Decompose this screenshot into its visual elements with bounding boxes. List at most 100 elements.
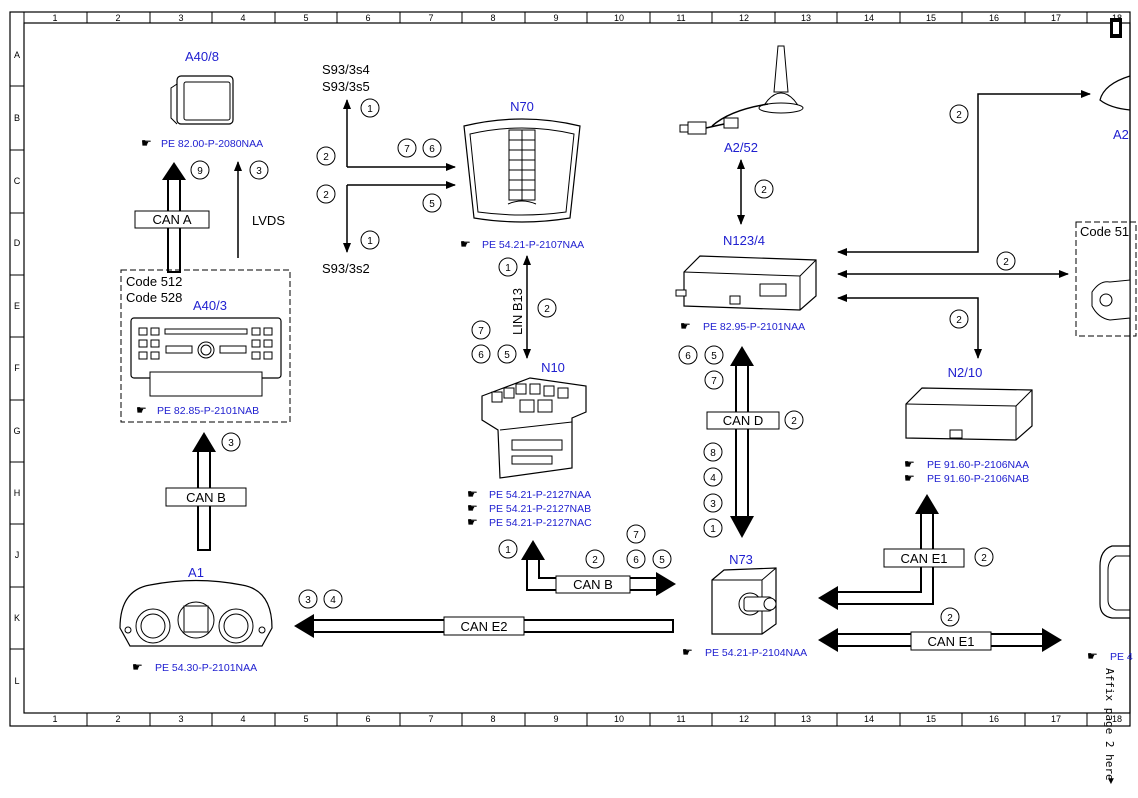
circle-cand-5: 5 <box>711 351 717 362</box>
col-label-bottom-14: 14 <box>864 714 874 724</box>
col-label-5: 5 <box>303 13 308 23</box>
row-label-e: E <box>14 301 20 311</box>
col-label-bottom-18: 18 <box>1112 714 1122 724</box>
a40-3-label: A40/3 <box>193 298 227 313</box>
col-label-8: 8 <box>490 13 495 23</box>
can-e1-upper-bus-arrow <box>818 494 939 610</box>
book-icon <box>1110 18 1122 38</box>
s93-3s2-label: S93/3s2 <box>322 261 370 276</box>
circle-cand-3: 3 <box>710 499 716 510</box>
pointing-hand-icon: ☛ <box>1087 649 1098 663</box>
row-label-l: L <box>14 676 19 686</box>
pointing-hand-icon: ☛ <box>680 319 691 333</box>
partial-component-icon <box>1099 545 1130 619</box>
row-label-c: C <box>14 176 21 186</box>
circle-a1-3: 3 <box>305 595 311 606</box>
circle-lin-2: 2 <box>544 304 550 315</box>
col-label-bottom-16: 16 <box>989 714 999 724</box>
n10-ref-3: PE 54.21-P-2127NAC <box>489 517 592 529</box>
row-label-a: A <box>14 50 20 60</box>
col-label-bottom-11: 11 <box>676 714 685 724</box>
circle-n10-5: 5 <box>504 350 510 361</box>
n70-ref: PE 54.21-P-2107NAA <box>482 239 584 251</box>
col-label-2: 2 <box>115 13 120 23</box>
circle-a40-8-3: 3 <box>256 166 262 177</box>
n123-4-ref: PE 82.95-P-2101NAA <box>703 321 805 333</box>
row-label-d: D <box>14 238 21 248</box>
can-a-label: CAN A <box>152 212 191 227</box>
a2-partial-label: A2 <box>1113 127 1129 142</box>
col-label-bottom-6: 6 <box>365 714 370 724</box>
circle-cand-1: 1 <box>710 524 716 535</box>
col-label-bottom-8: 8 <box>490 714 495 724</box>
circle-lin-1: 1 <box>505 263 511 274</box>
circle-n70-6: 6 <box>429 144 435 155</box>
col-label-bottom-17: 17 <box>1051 714 1061 724</box>
pointing-hand-icon: ☛ <box>460 237 471 251</box>
col-label-bottom-5: 5 <box>303 714 308 724</box>
lvds-label: LVDS <box>252 213 285 228</box>
n73-label: N73 <box>729 552 753 567</box>
row-label-b: B <box>14 113 20 123</box>
circle-a40-8-9: 9 <box>197 166 203 177</box>
circle-a252-2: 2 <box>761 185 767 196</box>
col-label-6: 6 <box>365 13 370 23</box>
circle-canb-6: 6 <box>633 555 639 566</box>
pointing-hand-icon: ☛ <box>904 457 915 471</box>
col-label-16: 16 <box>989 13 999 23</box>
frame <box>9 11 1131 727</box>
s93-3s5-label: S93/3s5 <box>322 79 370 94</box>
a40-8-ref: PE 82.00-P-2080NAA <box>161 138 263 150</box>
n70-control-panel-icon <box>463 118 581 223</box>
n10-label: N10 <box>541 360 565 375</box>
circle-n2-10-2: 2 <box>956 315 962 326</box>
n10-fuse-box-icon <box>481 377 587 479</box>
col-label-3: 3 <box>178 13 183 23</box>
affix-page-note: Affix page 2 here <box>1103 668 1116 781</box>
circle-n10-7: 7 <box>478 326 484 337</box>
circle-a40-3-3: 3 <box>228 438 234 449</box>
a2-52-antenna-icon <box>679 45 804 135</box>
can-e1-lower-label: CAN E1 <box>928 634 975 649</box>
n123-4-module-icon <box>675 255 817 311</box>
can-d-bus-arrow <box>730 346 754 538</box>
circle-cane1-upper-2: 2 <box>981 553 987 564</box>
circle-cand-4: 4 <box>710 473 716 484</box>
col-label-11: 11 <box>676 13 685 23</box>
circle-cand-7: 7 <box>711 376 717 387</box>
col-label-13: 13 <box>801 13 811 23</box>
a40-3-code-512: Code 512 <box>126 274 182 289</box>
pointing-hand-icon: ☛ <box>904 471 915 485</box>
n2-10-ref-1: PE 91.60-P-2106NAA <box>927 459 1029 471</box>
grid-row-labels: A B C D E F G H J K L <box>10 50 24 686</box>
row-label-h: H <box>14 488 21 498</box>
col-label-bottom-12: 12 <box>739 714 749 724</box>
a40-3-code-box <box>120 269 291 423</box>
circle-canb-2: 2 <box>592 555 598 566</box>
row-label-f: F <box>14 363 20 373</box>
circle-canb-1: 1 <box>505 545 511 556</box>
a40-3-radio-icon <box>130 317 282 397</box>
col-label-bottom-3: 3 <box>178 714 183 724</box>
row-label-k: K <box>14 613 20 623</box>
s93-3s4-label: S93/3s4 <box>322 62 370 77</box>
circle-n70-5: 5 <box>429 199 435 210</box>
circle-s93-up-1: 1 <box>367 104 373 115</box>
n2-10-module-icon <box>905 387 1033 441</box>
can-e2-label: CAN E2 <box>461 619 508 634</box>
n2-10-ref-2: PE 91.60-P-2106NAB <box>927 473 1029 485</box>
circle-cane1-lower-2: 2 <box>947 613 953 624</box>
can-d-label: CAN D <box>723 413 763 428</box>
triangle-down-icon: ▼ <box>1106 776 1116 787</box>
col-label-17: 17 <box>1051 13 1061 23</box>
a2-partial-icon <box>1099 75 1131 111</box>
n10-ref-1: PE 54.21-P-2127NAA <box>489 489 591 501</box>
n123-4-label: N123/4 <box>723 233 765 248</box>
col-label-bottom-4: 4 <box>240 714 245 724</box>
grid-column-labels: 1 2 3 4 5 6 7 8 9 10 11 12 13 14 15 16 1… <box>23 12 1122 726</box>
a40-3-ref: PE 82.85-P-2101NAB <box>157 405 259 417</box>
col-label-4: 4 <box>240 13 245 23</box>
circle-cand-2: 2 <box>791 416 797 427</box>
pe-partial-ref: PE 4 <box>1110 651 1133 663</box>
